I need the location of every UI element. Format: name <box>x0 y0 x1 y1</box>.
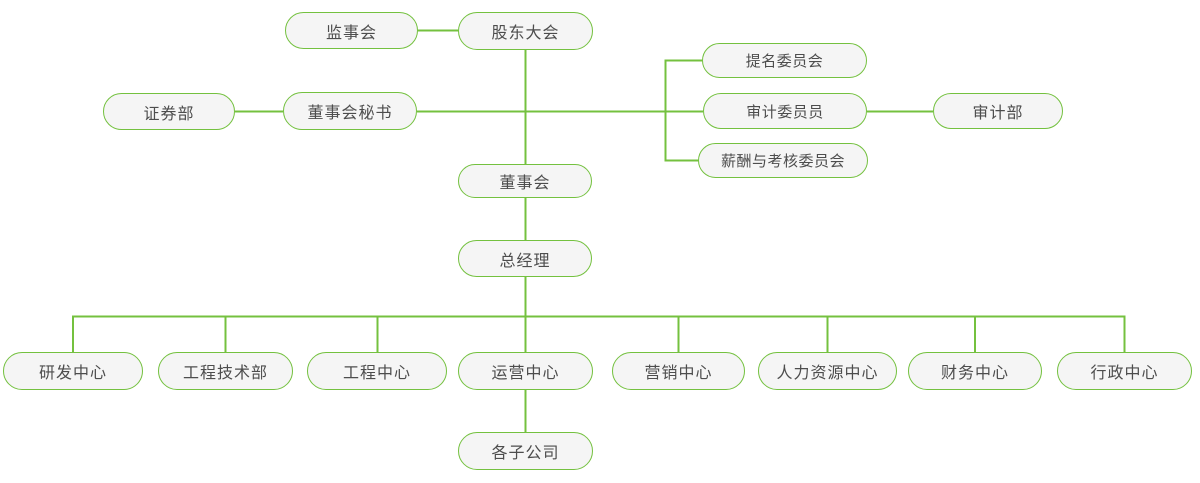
node-marketing-center: 营销中心 <box>612 352 745 390</box>
node-finance-center: 财务中心 <box>908 352 1042 390</box>
node-admin-center: 行政中心 <box>1057 352 1192 390</box>
node-audit-committee: 审计委员员 <box>703 93 867 129</box>
node-shareholders-meeting: 股东大会 <box>458 12 593 50</box>
node-supervisory-board: 监事会 <box>285 12 418 49</box>
node-engineering-tech-dept: 工程技术部 <box>158 352 293 390</box>
node-hr-center: 人力资源中心 <box>758 352 897 390</box>
node-general-manager: 总经理 <box>458 240 592 277</box>
node-engineering-center: 工程中心 <box>307 352 447 390</box>
node-securities-dept: 证券部 <box>103 93 235 130</box>
node-remuneration-committee: 薪酬与考核委员会 <box>698 143 868 178</box>
node-nomination-committee: 提名委员会 <box>702 43 867 78</box>
node-board-of-directors: 董事会 <box>458 164 592 198</box>
node-board-secretary: 董事会秘书 <box>283 92 417 130</box>
node-rd-center: 研发中心 <box>3 352 143 390</box>
node-audit-dept: 审计部 <box>933 93 1063 129</box>
node-operations-center: 运营中心 <box>458 352 593 390</box>
connector <box>72 29 1126 432</box>
node-subsidiaries: 各子公司 <box>458 432 593 470</box>
